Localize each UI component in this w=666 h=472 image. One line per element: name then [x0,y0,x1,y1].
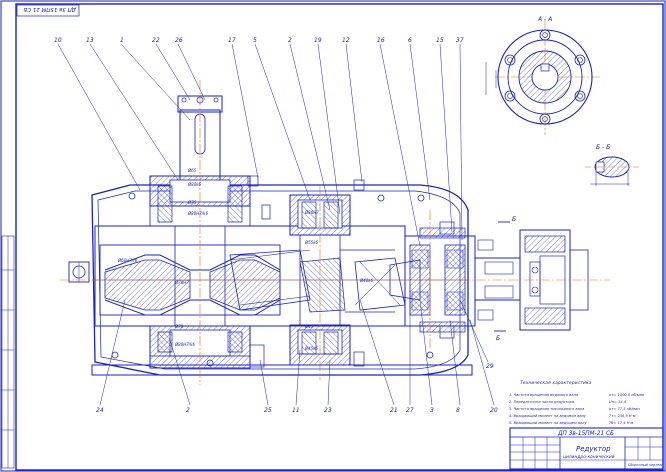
spec-row-2-key: 2. Передаточное число редуктора [509,400,574,404]
dim-d2: Ø80k6 [187,182,202,187]
title-block-name: Редуктор [576,445,611,453]
dim-d10: Ø70 [174,324,184,329]
spec-row-3-key: 3. Частота вращения тихоходного вала [509,407,584,411]
spec-row-1-val: nт= 1000,0 об/мин [609,393,645,397]
balloon-25: 20 [490,407,498,414]
dim-d1: Ø65 [187,168,197,173]
spec-row-4-val: Tт= 238,9 Н·м [609,414,636,418]
dim-d5: Ø80H7 [304,210,319,215]
section-b-b-view [585,156,640,186]
balloon-10: 12 [342,37,350,44]
spec-row-3-val: nт= 77,5 об/мин [609,407,640,411]
dim-d8: Ø40k6 [359,278,374,283]
spec-title: Техническая характеристика [520,380,592,386]
inner-frame [15,3,664,471]
title-block [509,427,664,470]
balloon-15: 29 [486,363,494,370]
spec-row-5-val: Tб= 17,4 Н·м [609,421,634,425]
dim-d7: Ø60H7/r6 [117,258,138,263]
section-b-b-label: Б - Б [596,144,610,151]
balloon-3: 1 [120,37,124,44]
balloon-4: 22 [152,37,160,44]
spec-row-1-key: 1. Частота вращения ведомого вала [509,393,578,397]
balloon-16: 24 [96,407,104,414]
part-balloons: 10 13 1 22 26 17 5 2 19 12 16 6 15 37 29… [54,37,498,414]
balloon-22: 27 [406,407,414,414]
dim-d11: Ø45 [304,324,314,329]
balloon-23: 3 [430,407,434,414]
top-left-label: ДП 3в 15ПМ 21 СБ [23,6,77,12]
title-block-type: Сборочный чертеж [628,463,663,467]
title-block-subname: цилиндро-конический [563,454,615,460]
dim-d9: Ø70H7 [174,280,189,285]
section-mark-b-top: Б [512,216,516,223]
section-a-a-label: А - А [537,16,552,23]
dimension-labels: Ø65 Ø80k6 Ø75 Ø80H7/k6 Ø80H7 Ø55k6 Ø60H7… [117,168,374,351]
balloon-21: 21 [390,407,398,414]
left-margin-stamp [1,235,15,469]
balloon-13: 15 [436,37,444,44]
gear-wheels [99,244,406,316]
balloon-2: 13 [86,37,94,44]
output-shaft [389,221,589,339]
balloon-1: 10 [54,37,62,44]
balloon-5: 26 [175,37,183,44]
dim-d6: Ø55k6 [304,240,319,245]
balloon-7: 5 [253,37,257,44]
dim-d13: Ø80H7/k6 [174,342,195,347]
balloon-9: 19 [314,37,322,44]
technical-spec: Техническая характеристика 1. Частота вр… [509,380,645,425]
dim-d4: Ø80H7/k6 [187,211,208,216]
balloon-24: 8 [456,407,460,414]
spec-row-2-val: Uп= 14,4 [609,400,627,404]
spec-row-4-key: 4. Вращающий момент на ведомом валу [509,414,587,418]
leader-lines [57,43,495,406]
center-lines [60,20,610,385]
balloon-11: 16 [377,37,385,44]
spec-row-5-key: 5. Вращающий момент на ведущем валу [509,421,587,425]
balloon-12: 6 [408,37,412,44]
section-mark-b-bottom: Б [496,335,500,342]
balloon-8: 2 [288,37,292,44]
top-left-label-box: ДП 3в 15ПМ 21 СБ [16,4,80,17]
section-a-a-view [485,29,593,125]
dim-d12: Ø45k6 [304,346,319,351]
balloon-6: 17 [228,37,236,44]
balloon-20: 23 [324,407,332,414]
balloon-17: 2 [186,407,190,414]
title-block-code: ДП 3в-15ПМ-21 СБ [557,431,614,437]
balloon-19: 11 [292,407,300,414]
balloon-14: 37 [456,37,464,44]
dim-d3: Ø75 [187,200,197,205]
balloon-18: 25 [264,407,272,414]
